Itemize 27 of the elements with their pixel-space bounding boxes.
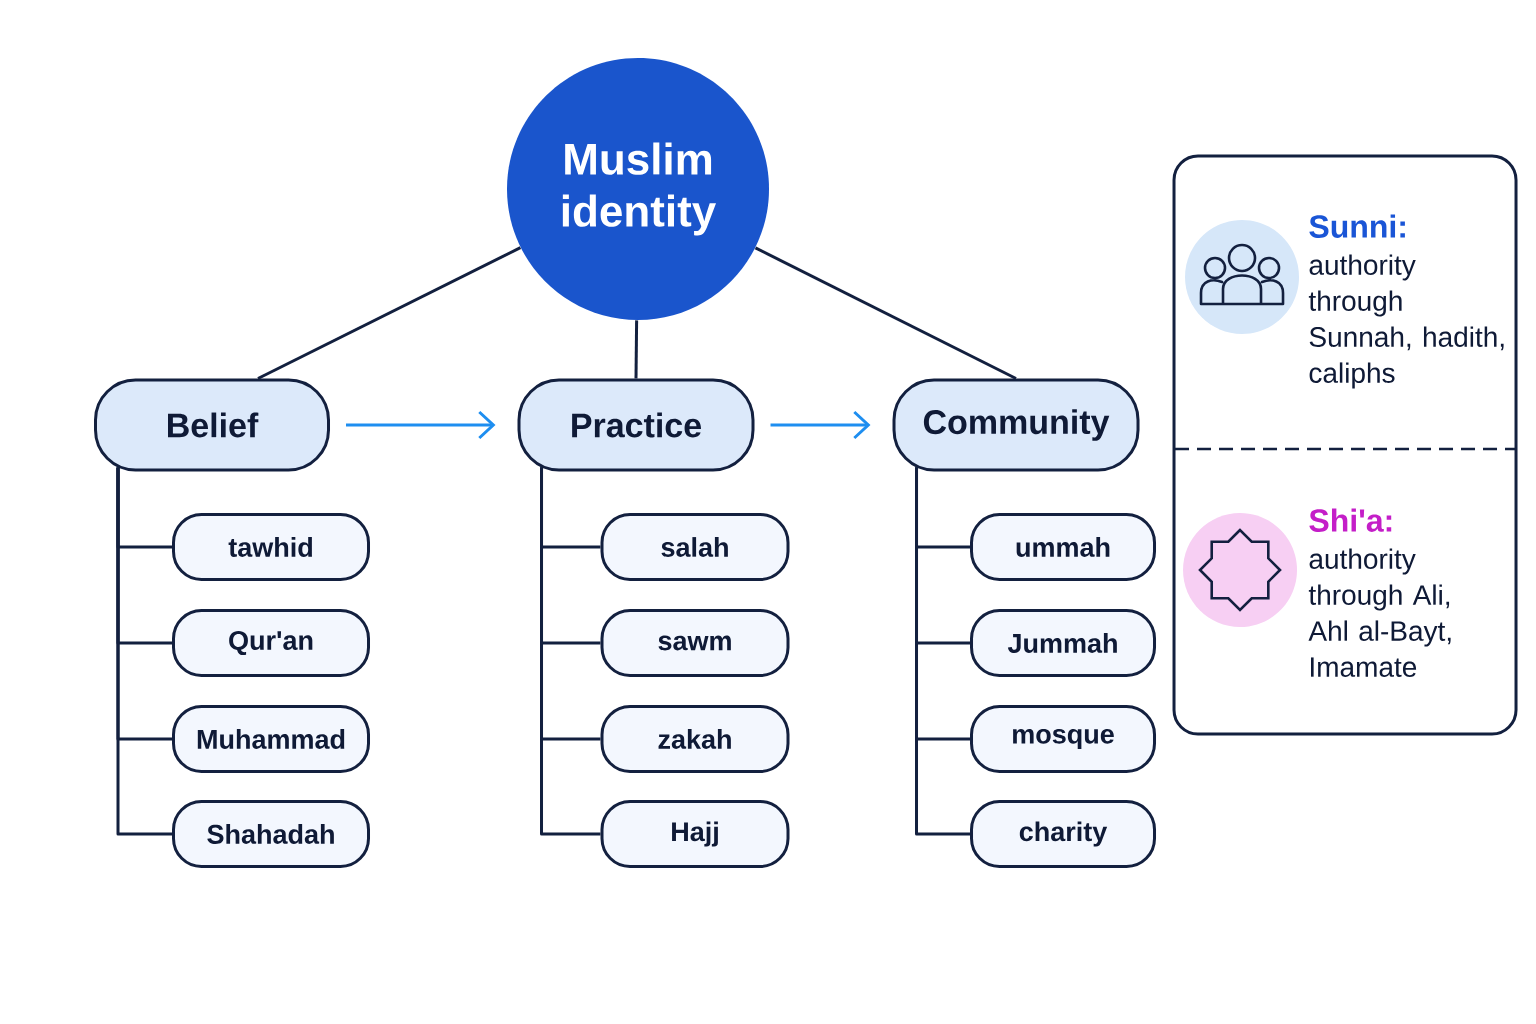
item-pill: Hajj xyxy=(600,800,790,868)
item-pill: tawhid xyxy=(172,513,370,581)
category-pill: Belief xyxy=(94,378,330,472)
item-pill: salah xyxy=(600,513,790,581)
arrow xyxy=(346,410,496,440)
item-pill: ummah xyxy=(970,513,1156,581)
connector-line xyxy=(116,467,172,836)
category-pill: Community xyxy=(892,378,1140,472)
item-pill: charity xyxy=(970,800,1156,868)
description-text: authority through Ali, Ahl al-Bayt, Imamate xyxy=(1308,548,1451,677)
connector-line xyxy=(915,467,970,836)
item-pill: Muhammad xyxy=(172,705,370,773)
item-pill: Qur'an xyxy=(172,609,370,677)
panel-heading: Sunni: xyxy=(1309,214,1405,238)
item-pill: Shahadah xyxy=(172,800,370,868)
connector-line xyxy=(754,246,1017,380)
description-text: authority through Sunnah, hadith, caliphs xyxy=(1308,254,1504,389)
connector-line xyxy=(540,467,601,836)
item-pill: zakah xyxy=(600,705,790,773)
item-pill: mosque xyxy=(970,705,1156,773)
category-pill: Practice xyxy=(517,378,755,472)
panel-heading: Shi'a: xyxy=(1309,508,1392,532)
connector-line xyxy=(634,320,639,379)
arrow xyxy=(770,410,871,440)
item-pill: sawm xyxy=(600,609,790,677)
connector-line xyxy=(257,246,522,380)
item-pill: Jummah xyxy=(970,609,1156,677)
